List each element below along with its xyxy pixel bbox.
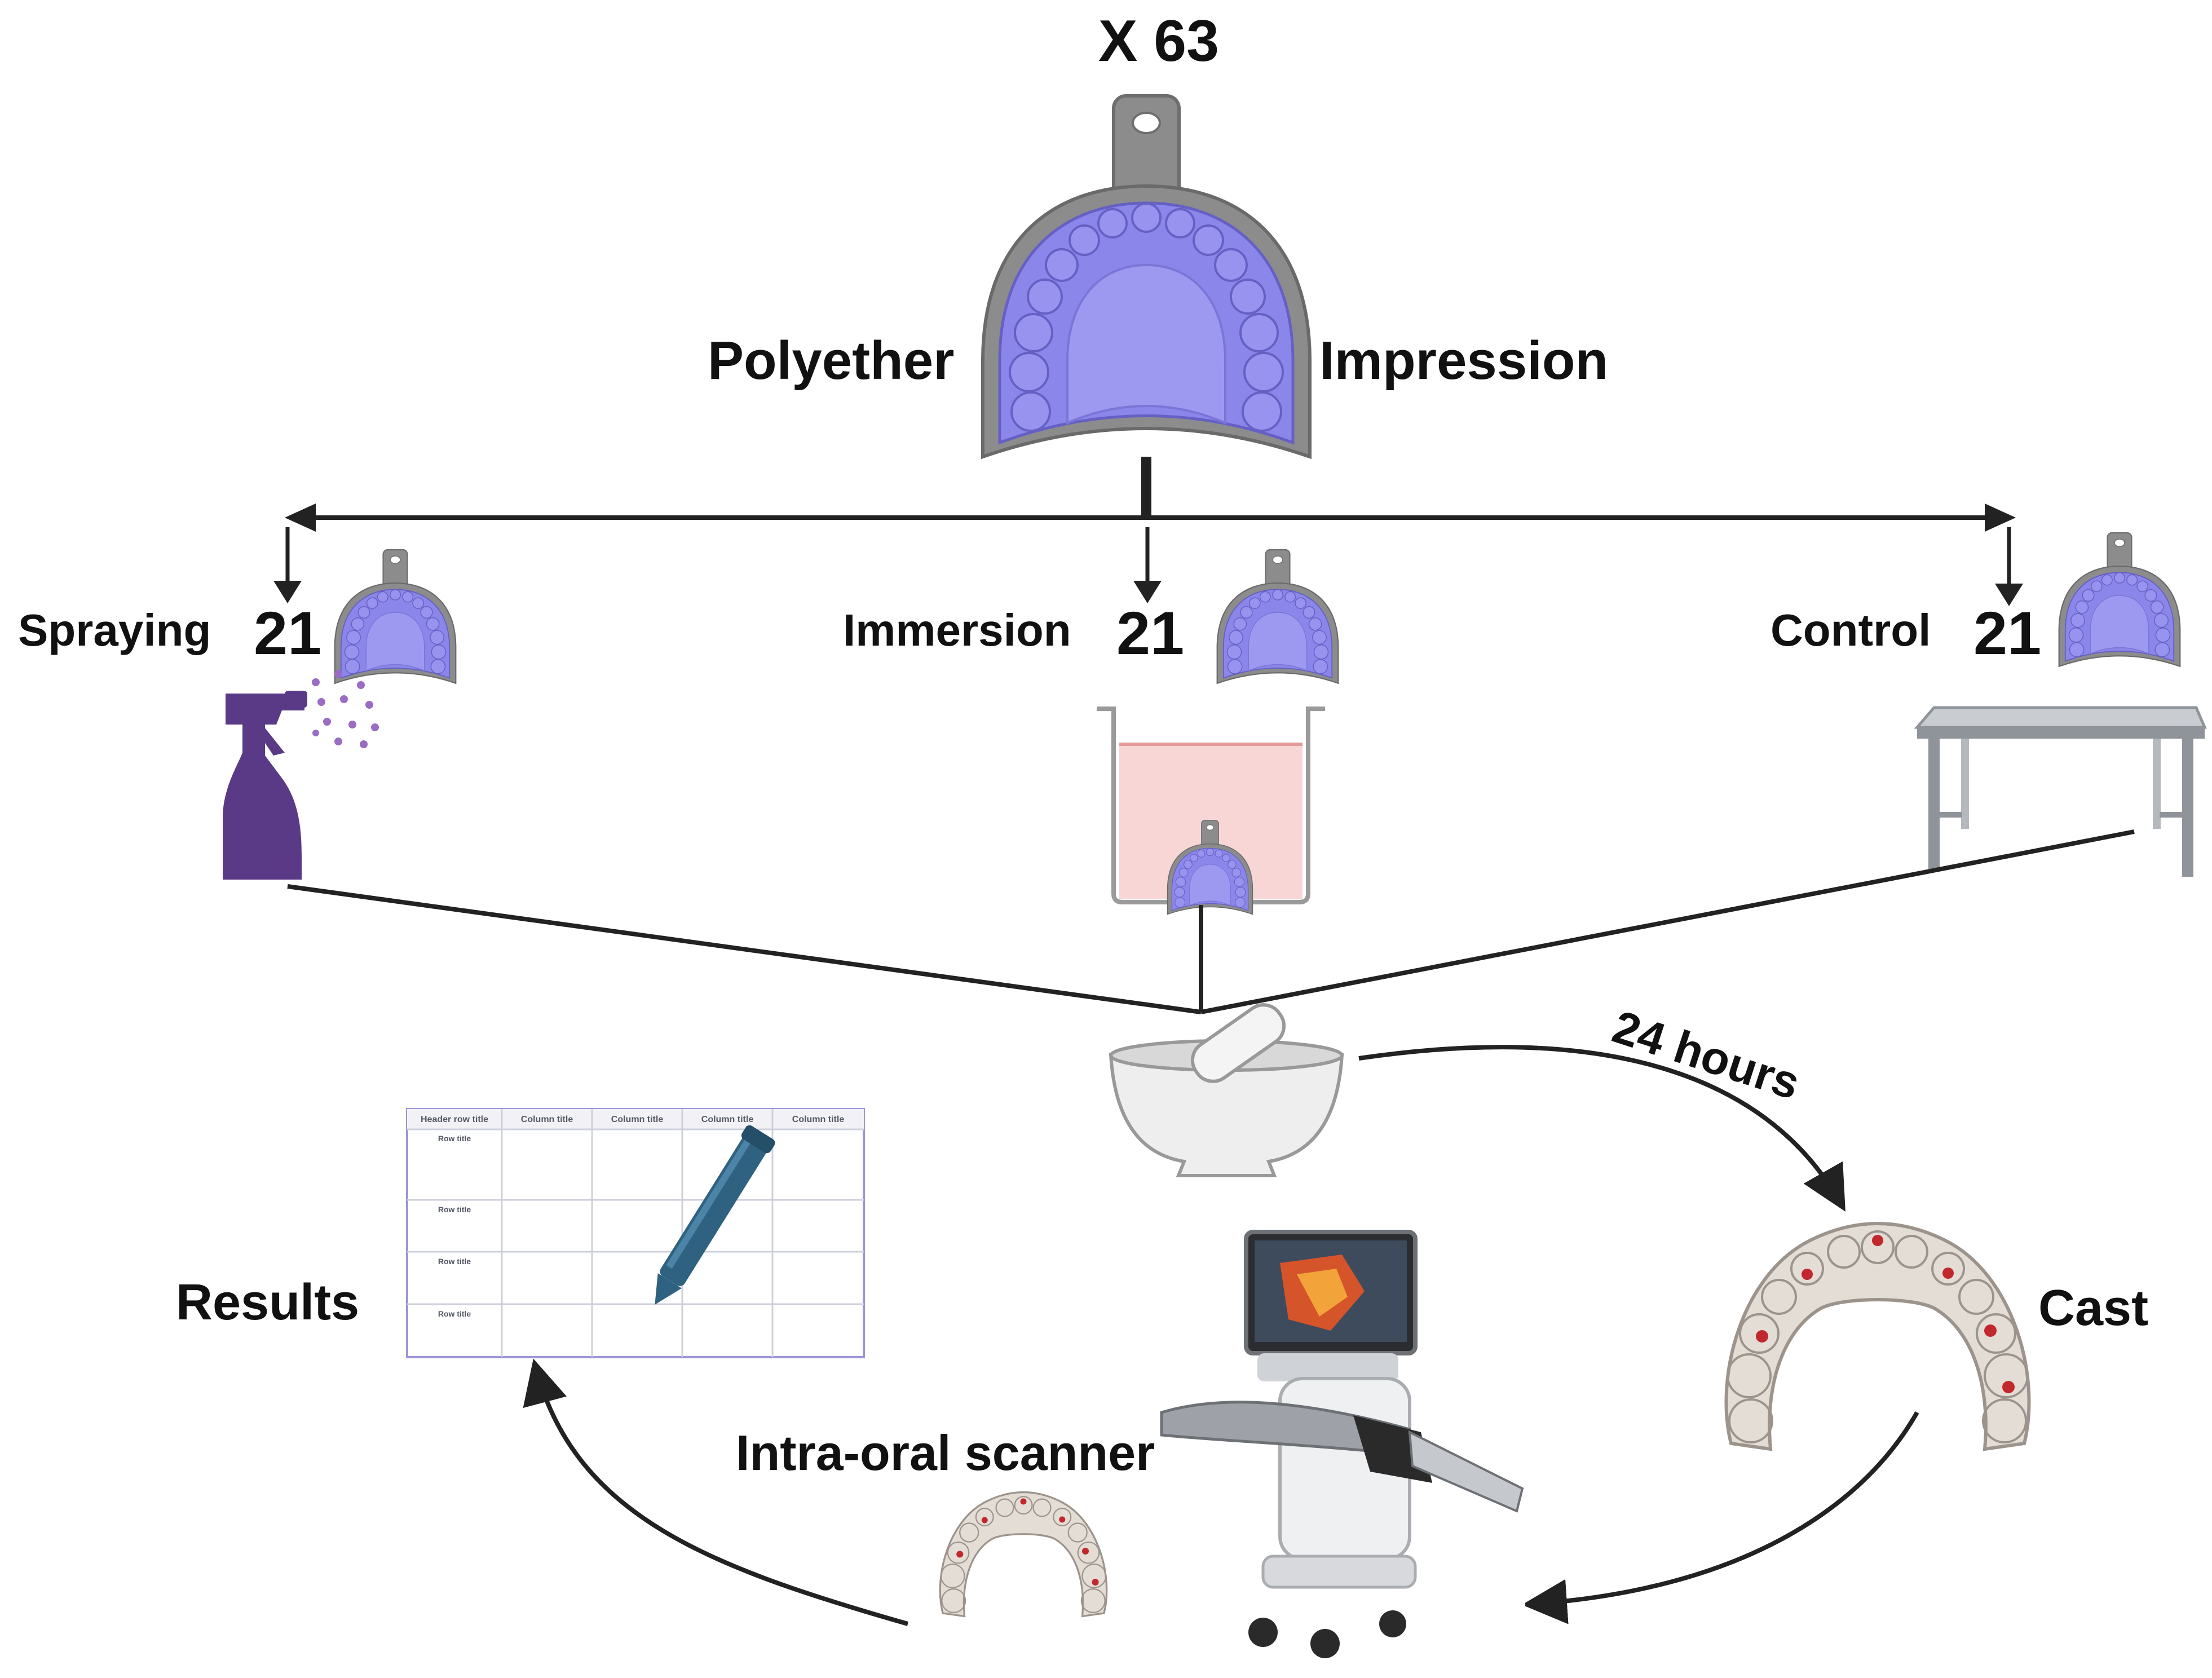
duration-label: 24 hours bbox=[1606, 1001, 1805, 1110]
table-row-title: Row title bbox=[438, 1309, 471, 1318]
merge-connector bbox=[287, 829, 2135, 1014]
scanner-label: Intra-oral scanner bbox=[736, 1425, 1155, 1481]
group-label-control: Control bbox=[1771, 605, 1931, 655]
mortar-pestle-icon bbox=[1109, 1003, 1344, 1177]
group-label-immersion: Immersion bbox=[843, 605, 1071, 655]
polyether-label: Polyether bbox=[708, 330, 954, 391]
table-icon bbox=[1914, 706, 2207, 877]
group-count-control: 21 bbox=[1973, 599, 2041, 667]
spray-bottle-icon bbox=[223, 691, 307, 880]
split-connector bbox=[273, 457, 2023, 606]
table-column-title: Column title bbox=[792, 1115, 845, 1124]
results-table: Header row title Column title Column tit… bbox=[406, 1108, 865, 1358]
table-column-title: Column title bbox=[701, 1115, 754, 1124]
sample-count-title: X 63 bbox=[1098, 8, 1219, 74]
cast-to-scanner-arrow bbox=[1522, 1411, 1919, 1624]
results-label: Results bbox=[176, 1274, 359, 1331]
table-row-title: Row title bbox=[438, 1134, 471, 1143]
table-row-title: Row title bbox=[438, 1205, 471, 1214]
duration-arrow bbox=[1358, 1045, 1845, 1212]
pen-icon bbox=[655, 1125, 775, 1305]
small-impression-tray-icon bbox=[1216, 549, 1339, 684]
small-impression-tray-icon bbox=[334, 549, 457, 684]
beaker-icon bbox=[1097, 706, 1325, 915]
group-count-spraying: 21 bbox=[254, 599, 321, 667]
table-column-title: Column title bbox=[521, 1115, 573, 1124]
main-impression-tray-icon bbox=[983, 96, 1310, 457]
small-impression-tray-icon bbox=[2058, 532, 2181, 667]
scanned-cast-image bbox=[939, 1491, 1108, 1618]
table-header-row-title: Header row title bbox=[421, 1115, 488, 1124]
spray-mist bbox=[312, 670, 379, 748]
table-row-title: Row title bbox=[438, 1257, 471, 1266]
impression-label: Impression bbox=[1319, 330, 1608, 391]
cast-label: Cast bbox=[2038, 1280, 2148, 1336]
table-column-title: Column title bbox=[611, 1115, 664, 1124]
group-count-immersion: 21 bbox=[1116, 599, 1184, 667]
intraoral-scanner-image bbox=[1153, 1229, 1525, 1658]
group-label-spraying: Spraying bbox=[18, 605, 211, 655]
dental-cast-image bbox=[1726, 1224, 2029, 1449]
scanner-to-results-arrow bbox=[523, 1358, 909, 1626]
